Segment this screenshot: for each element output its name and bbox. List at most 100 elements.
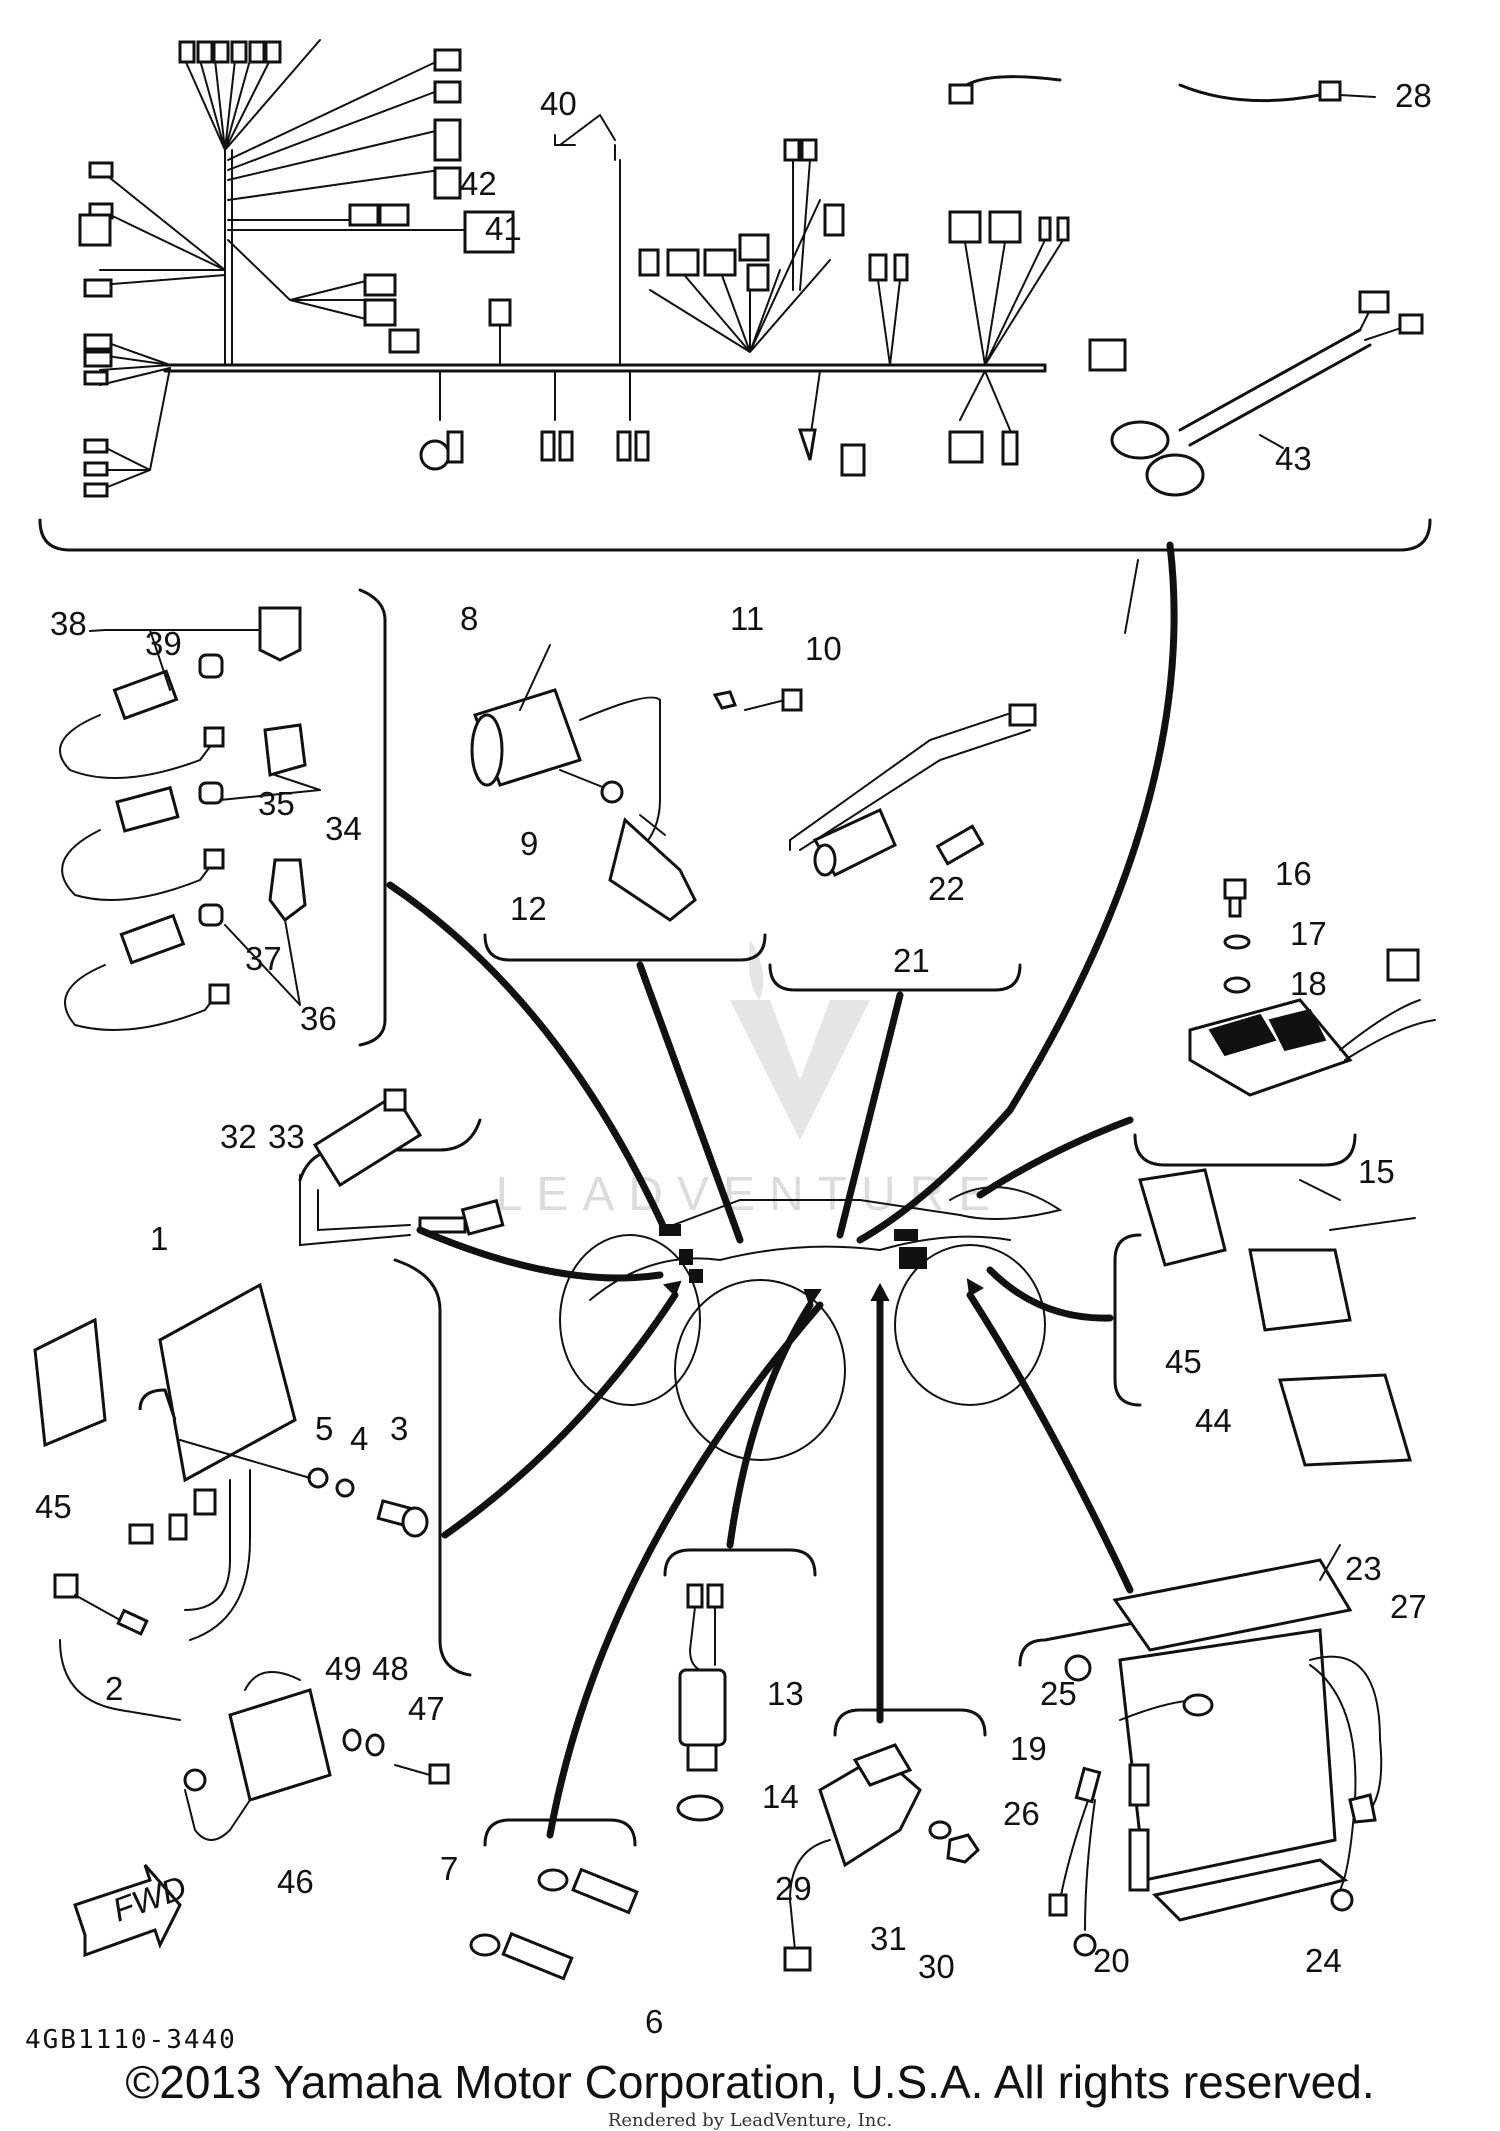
- part-5-washer: [307, 1467, 329, 1489]
- callout-28: 28: [1395, 77, 1432, 114]
- callout-40: 40: [540, 85, 577, 122]
- part-6-switch-a: [571, 1867, 639, 1915]
- callout-42: 42: [460, 165, 497, 202]
- leader-lines: [386, 541, 1178, 1839]
- part-43-cable: [1110, 290, 1424, 497]
- part-15-group: [1133, 878, 1436, 1167]
- callout-41: 41: [485, 210, 522, 247]
- fwd-arrow: FWD: [73, 1864, 191, 1958]
- callout-22: 22: [928, 870, 965, 907]
- part-1-group: [33, 1258, 472, 1721]
- battery-group: [1018, 1558, 1383, 1957]
- callout-leaders: [89, 94, 1416, 1581]
- callout-18: 18: [1290, 965, 1327, 1002]
- callout-39: 39: [145, 625, 182, 662]
- callout-12: 12: [510, 890, 547, 927]
- part-34-elbow: [263, 723, 307, 777]
- part-26-cable: [1048, 1766, 1102, 1957]
- part-16-bolt: [1223, 878, 1247, 918]
- callout-37: 37: [245, 940, 282, 977]
- callout-29: 29: [775, 1870, 812, 1907]
- callout-46: 46: [277, 1863, 314, 1900]
- part-37-cap: [198, 903, 224, 927]
- part-battery-case: [1118, 1628, 1337, 1882]
- part-15-box: [1188, 948, 1436, 1097]
- callout-32: 32: [220, 1118, 257, 1155]
- callout-15: 15: [1358, 1153, 1395, 1190]
- callout-4: 4: [350, 1420, 368, 1457]
- part-27-cable: [1309, 1655, 1383, 1912]
- part-45-cover-left: [33, 1317, 107, 1448]
- part-11-nut: [712, 690, 738, 710]
- part-9-bolt: [559, 769, 624, 804]
- part-32-33-sender: [298, 1088, 505, 1247]
- part-36-elbow: [268, 858, 307, 923]
- part-7-washer-a: [537, 1868, 569, 1892]
- part-39-cap: [198, 653, 224, 679]
- part-36-switch: [64, 913, 230, 1031]
- callout-9: 9: [520, 825, 538, 862]
- callout-17: 17: [1290, 915, 1327, 952]
- callout-35: 35: [258, 785, 295, 822]
- part-24-pad: [1151, 1858, 1349, 1922]
- callout-48: 48: [372, 1650, 409, 1687]
- part-14-washer: [676, 1794, 724, 1822]
- callout-26: 26: [1003, 1795, 1040, 1832]
- callout-3: 3: [390, 1410, 408, 1447]
- part-38-switch: [59, 669, 225, 779]
- callout-38: 38: [50, 605, 87, 642]
- part-8-coil: [470, 688, 661, 851]
- part-34-switch: [61, 785, 225, 901]
- connector-42: [463, 210, 515, 254]
- switch-group-left: [59, 588, 387, 1047]
- part-19-cable: [1119, 1693, 1214, 1721]
- callout-45-left: 45: [35, 1488, 72, 1525]
- part-4-washer: [335, 1478, 355, 1498]
- connector-41: [488, 298, 512, 366]
- callout-8: 8: [460, 600, 478, 637]
- callout-2: 2: [105, 1670, 123, 1707]
- callout-10: 10: [805, 630, 842, 667]
- callout-14: 14: [762, 1778, 799, 1815]
- harness-connectors-left: [78, 40, 462, 498]
- part-29-31-group: [783, 1708, 987, 1972]
- part-45-cover-b: [1248, 1248, 1352, 1332]
- rendered-by-watermark: Rendered by LeadVenture, Inc.: [607, 2110, 893, 2131]
- callout-16: 16: [1275, 855, 1312, 892]
- callout-1: 1: [150, 1220, 168, 1257]
- watermark-text: LEADVENTURE: [496, 1168, 1005, 1221]
- callout-44: 44: [1195, 1402, 1232, 1439]
- part-23-cover: [1112, 1558, 1353, 1652]
- part-45-cover-a: [1138, 1168, 1227, 1267]
- callout-45-right: 45: [1165, 1343, 1202, 1380]
- copyright-notice: ©2013 Yamaha Motor Corporation, U.S.A. A…: [125, 2056, 1375, 2108]
- callout-36: 36: [300, 1000, 337, 1037]
- callout-13: 13: [767, 1675, 804, 1712]
- part-21-group: [768, 703, 1037, 992]
- diagram-part-number: 4GB1110-3440: [25, 2025, 237, 2055]
- callout-30: 30: [918, 1948, 955, 1985]
- part-28-cable: [948, 75, 1342, 105]
- part-13-switch: [678, 1583, 727, 1772]
- part-3-bolt: [376, 1499, 429, 1538]
- harness-group-bracket: [38, 518, 1432, 552]
- callout-25: 25: [1040, 1675, 1077, 1712]
- part-44-cover: [1278, 1373, 1412, 1467]
- part-49-washer: [342, 1728, 362, 1752]
- callout-27: 27: [1390, 1588, 1427, 1625]
- part-17-washer: [1223, 934, 1251, 950]
- part-10-bolt: [744, 688, 803, 712]
- part-1-unit: [138, 1282, 297, 1641]
- part-29-relay: [783, 1743, 922, 1972]
- callout-24: 24: [1305, 1942, 1342, 1979]
- part-13-14-group: [663, 1548, 817, 1822]
- part-46-relay: [183, 1671, 450, 1841]
- callout-20: 20: [1093, 1942, 1130, 1979]
- part-25-cap: [1064, 1654, 1092, 1682]
- callout-23: 23: [1345, 1550, 1382, 1587]
- callout-11: 11: [730, 600, 764, 637]
- callout-33: 33: [268, 1118, 305, 1155]
- wire-harness: [78, 39, 1127, 498]
- ignition-coil-group: [470, 688, 803, 962]
